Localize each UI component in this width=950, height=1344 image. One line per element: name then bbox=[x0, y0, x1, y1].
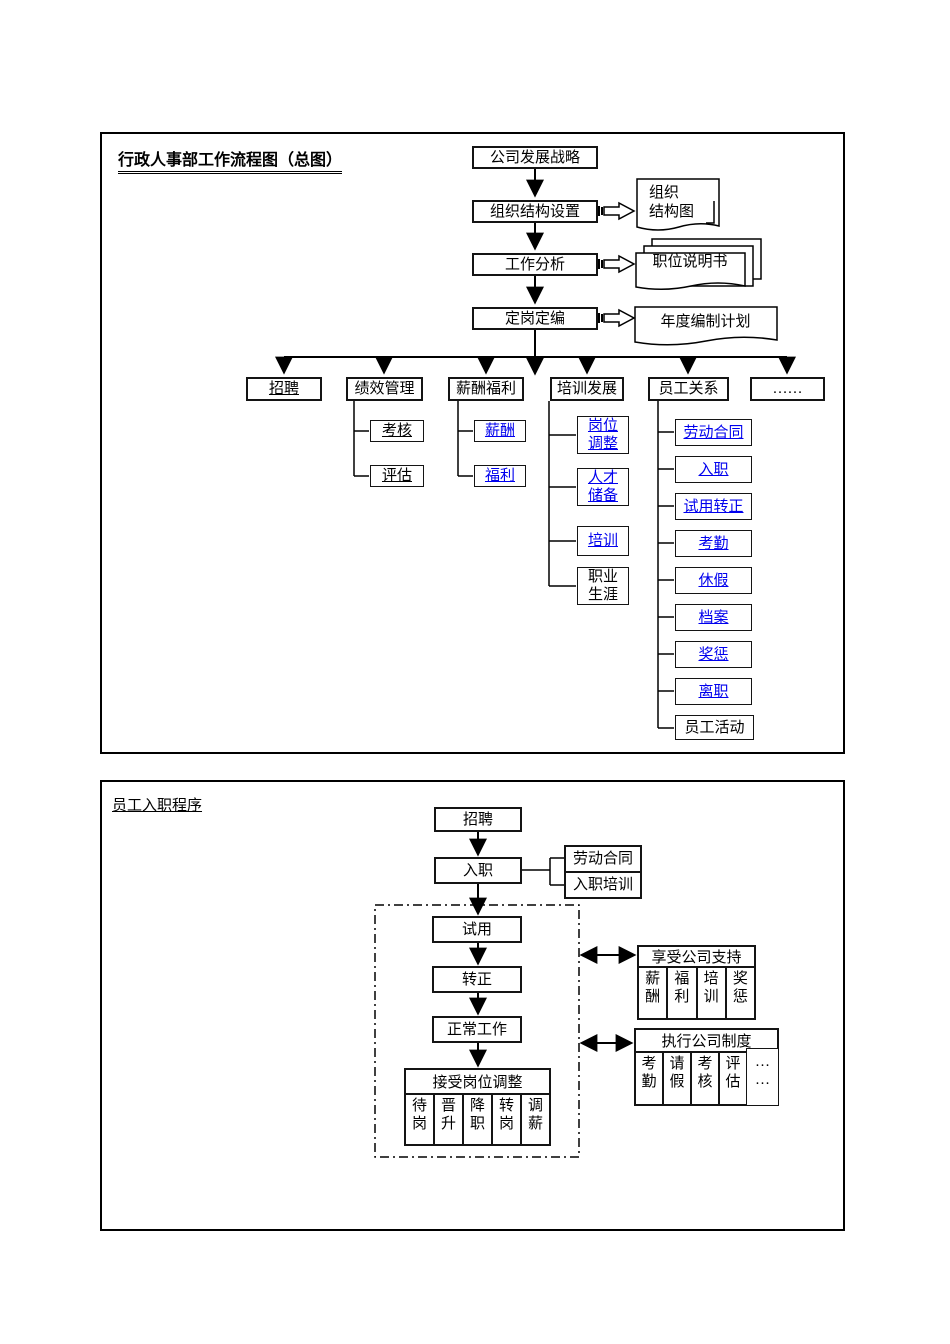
link-rewards-punishments[interactable]: 奖惩 bbox=[675, 641, 752, 668]
link-salary[interactable]: 薪酬 bbox=[474, 420, 526, 442]
link-talent-pool-label[interactable]: 人才 储备 bbox=[587, 470, 618, 504]
rules-cell-attendance: 考 勤 bbox=[636, 1053, 664, 1104]
link-labor-contract[interactable]: 劳动合同 bbox=[675, 419, 752, 446]
branch-recruiting: 招聘 bbox=[246, 377, 322, 401]
overall-flowchart-panel: 行政人事部工作流程图（总图） 公司发展战略 组织结构设置 工作分析 定岗定编 组… bbox=[100, 132, 845, 754]
adjustment-cell-demotion: 降 职 bbox=[464, 1095, 493, 1144]
support-cells: 薪 酬 福 利 培 训 奖 惩 bbox=[637, 966, 756, 1020]
link-attendance[interactable]: 考勤 bbox=[675, 530, 752, 557]
step-regularization: 转正 bbox=[432, 966, 522, 993]
link-labor-contract-label[interactable]: 劳动合同 bbox=[683, 424, 744, 441]
side-labor-contract: 劳动合同 bbox=[566, 847, 640, 873]
rules-header: 执行公司制度 bbox=[634, 1028, 779, 1053]
link-probation-label[interactable]: 试用转正 bbox=[683, 498, 744, 515]
doc-annual-plan-label: 年度编制计划 bbox=[660, 314, 751, 330]
step-probation: 试用 bbox=[432, 916, 522, 943]
branch-compensation: 薪酬福利 bbox=[448, 377, 524, 401]
doc-annual-plan: 年度编制计划 bbox=[634, 306, 780, 354]
link-onboarding[interactable]: 入职 bbox=[675, 456, 752, 483]
link-leave[interactable]: 休假 bbox=[675, 567, 752, 594]
link-benefits-label[interactable]: 福利 bbox=[484, 468, 515, 484]
branch-employee-relations: 员工关系 bbox=[648, 377, 729, 401]
branch-performance: 绩效管理 bbox=[346, 377, 423, 401]
branch-training: 培训发展 bbox=[550, 377, 624, 401]
link-post-adjustment-label[interactable]: 岗位 调整 bbox=[587, 418, 618, 452]
doc-job-descriptions: 职位说明书 bbox=[635, 238, 763, 300]
leaf-assessment-label: 考核 bbox=[381, 423, 412, 439]
leaf-employee-activities: 员工活动 bbox=[675, 715, 754, 740]
link-resignation-label[interactable]: 离职 bbox=[698, 683, 729, 700]
document-shape bbox=[634, 306, 778, 346]
onboarding-side-box: 劳动合同 入职培训 bbox=[564, 845, 642, 899]
rules-cell-more: … … bbox=[746, 1048, 779, 1106]
adjustment-cell-promotion: 晋 升 bbox=[435, 1095, 464, 1144]
doc-org-chart-label: 组织 结构图 bbox=[649, 185, 695, 220]
link-training[interactable]: 培训 bbox=[577, 526, 629, 556]
adjustment-cell-awaiting-post: 待 岗 bbox=[406, 1095, 435, 1144]
rules-cell-evaluation: 评 估 bbox=[725, 1056, 741, 1090]
support-cell-rewards: 奖 惩 bbox=[732, 971, 748, 1005]
support-header: 享受公司支持 bbox=[637, 945, 756, 968]
onboarding-panel: 员工入职程序 招聘 入职 劳动合同 入职培训 试用 转正 正常工作 接受岗位调整… bbox=[100, 780, 845, 1231]
support-cell-benefits: 福 利 bbox=[668, 968, 698, 1018]
leaf-career: 职业 生涯 bbox=[577, 567, 629, 605]
adjustment-cells: 待 岗 晋 升 降 职 转 岗 调 薪 bbox=[404, 1093, 551, 1146]
block-arrow bbox=[597, 308, 636, 328]
document-shape bbox=[636, 178, 720, 231]
side-onboarding-training: 入职培训 bbox=[572, 877, 633, 893]
block-arrow bbox=[597, 254, 636, 274]
node-company-strategy: 公司发展战略 bbox=[472, 146, 598, 169]
adjustment-header: 接受岗位调整 bbox=[404, 1068, 551, 1095]
document-shape bbox=[635, 238, 762, 290]
link-benefits[interactable]: 福利 bbox=[474, 465, 526, 487]
leaf-evaluation: 评估 bbox=[370, 465, 424, 487]
link-archives[interactable]: 档案 bbox=[675, 604, 752, 631]
procedure-title: 员工入职程序 bbox=[112, 798, 203, 814]
link-rewards-punishments-label[interactable]: 奖惩 bbox=[698, 646, 729, 663]
link-talent-pool[interactable]: 人才 储备 bbox=[577, 468, 629, 506]
branch-ellipsis: …… bbox=[750, 377, 825, 401]
node-job-analysis: 工作分析 bbox=[472, 253, 598, 276]
support-cell-training: 培 训 bbox=[698, 968, 727, 1018]
adjustment-cell-salary-change: 调 薪 bbox=[527, 1098, 543, 1132]
link-resignation[interactable]: 离职 bbox=[675, 678, 752, 705]
chart-title: 行政人事部工作流程图（总图） bbox=[118, 146, 343, 174]
link-salary-label[interactable]: 薪酬 bbox=[484, 423, 515, 439]
link-onboarding-label[interactable]: 入职 bbox=[698, 461, 729, 478]
doc-job-descriptions-label: 职位说明书 bbox=[652, 254, 728, 270]
link-post-adjustment[interactable]: 岗位 调整 bbox=[577, 416, 629, 454]
rules-cell-leave: 请 假 bbox=[664, 1053, 692, 1104]
adjustment-cell-transfer: 转 岗 bbox=[493, 1095, 522, 1144]
support-cell-salary: 薪 酬 bbox=[639, 968, 669, 1018]
node-staffing-plan: 定岗定编 bbox=[472, 307, 598, 330]
leaf-evaluation-label: 评估 bbox=[381, 468, 412, 484]
link-archives-label[interactable]: 档案 bbox=[698, 609, 729, 626]
link-training-label[interactable]: 培训 bbox=[587, 533, 618, 549]
step-normal-work: 正常工作 bbox=[432, 1016, 522, 1043]
link-attendance-label[interactable]: 考勤 bbox=[698, 535, 729, 552]
link-probation[interactable]: 试用转正 bbox=[675, 493, 752, 520]
node-org-structure-setup: 组织结构设置 bbox=[472, 200, 598, 223]
rules-cells: 考 勤 请 假 考 核 评 估 bbox=[634, 1051, 748, 1106]
doc-org-chart: 组织 结构图 bbox=[636, 178, 722, 238]
block-arrow bbox=[597, 201, 636, 221]
rules-cell-assessment: 考 核 bbox=[692, 1053, 720, 1104]
leaf-assessment: 考核 bbox=[370, 420, 424, 442]
branch-recruiting-label: 招聘 bbox=[268, 381, 299, 397]
step-recruiting: 招聘 bbox=[434, 807, 522, 832]
link-leave-label[interactable]: 休假 bbox=[698, 572, 729, 589]
step-onboarding: 入职 bbox=[434, 857, 522, 884]
